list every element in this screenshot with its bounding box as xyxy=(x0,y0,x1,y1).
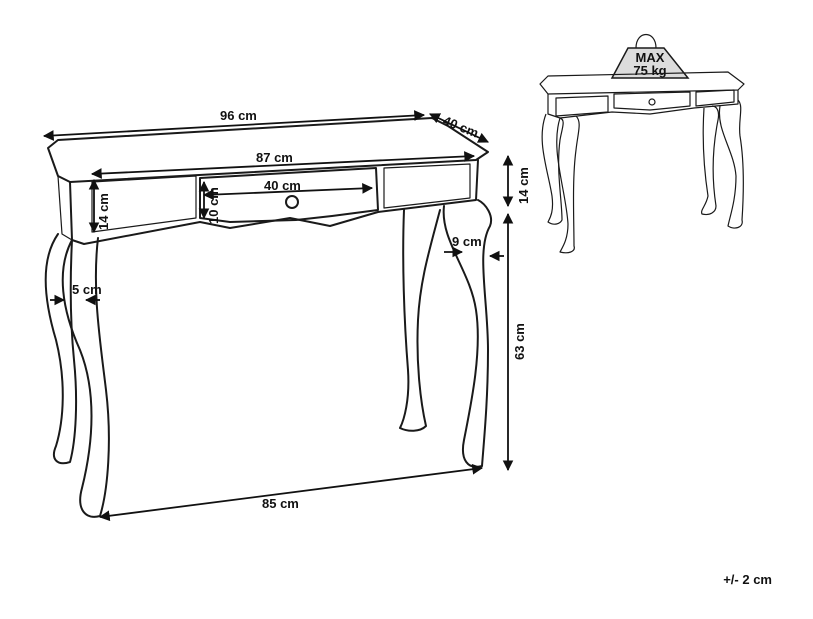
dim-leg-width-label: 5 cm xyxy=(72,282,102,297)
dim-96cm-label: 96 cm xyxy=(220,108,257,123)
weight-line2: 75 kg xyxy=(633,63,666,78)
dim-drawer-width-label: 40 cm xyxy=(264,178,301,193)
dim-depth-label: 40 cm xyxy=(441,113,481,141)
drawer xyxy=(199,167,379,223)
weight-icon: MAX 75 kg xyxy=(610,33,690,79)
weight-line1: MAX xyxy=(636,50,665,65)
dim-leg-height-label: 63 cm xyxy=(512,323,527,360)
dim-apron-left-label: 14 cm xyxy=(96,193,111,230)
leg-right-back xyxy=(399,209,441,432)
dim-leg-offset-label: 9 cm xyxy=(452,234,482,249)
dim-87cm-label: 87 cm xyxy=(256,150,293,165)
dim-apron-right-label: 14 cm xyxy=(516,167,531,204)
small-table-drawing: MAX 75 kg xyxy=(539,33,745,254)
main-table-drawing: 96 cm 40 cm 87 cm 40 cm 10 cm 14 cm 14 c… xyxy=(42,108,531,522)
apron xyxy=(69,159,479,245)
drawer-knob xyxy=(285,195,299,209)
dim-drawer-height-label: 10 cm xyxy=(206,187,221,224)
leg-left-back xyxy=(44,233,78,465)
tolerance-note: +/- 2 cm xyxy=(723,572,772,587)
dim-leg-span-label: 85 cm xyxy=(262,496,299,511)
leg-left-front xyxy=(61,237,110,518)
